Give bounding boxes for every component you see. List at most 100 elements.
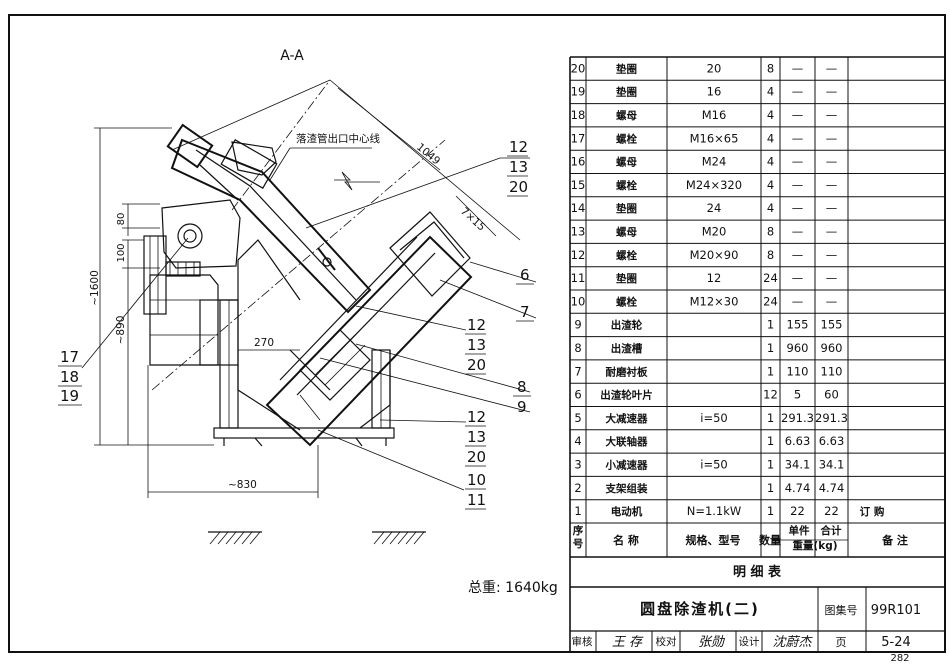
parts-cell-total: — <box>826 131 838 145</box>
header-no-b: 号 <box>573 538 584 550</box>
callout-13-c: 13 <box>467 428 486 446</box>
parts-cell-qty: 1 <box>767 457 774 471</box>
parts-cell-unit: — <box>792 201 804 215</box>
parts-cell-spec: N=1.1kW <box>687 504 742 518</box>
parts-cell-total: 110 <box>821 364 843 378</box>
header-qty: 数量 <box>759 533 781 547</box>
parts-cell-name: 螺栓 <box>616 249 637 262</box>
header-total: 合计 <box>820 524 842 537</box>
dim-830: ~830 <box>228 479 257 491</box>
drive-assembly <box>143 123 372 315</box>
parts-cell-qty: 24 <box>763 294 778 308</box>
parts-cell-name: 螺栓 <box>616 132 637 145</box>
parts-cell-name: 螺栓 <box>616 295 637 308</box>
parts-cell-total: — <box>826 178 838 192</box>
review-signature: 王 存 <box>612 635 644 650</box>
parts-cell-name: 电动机 <box>611 505 643 518</box>
parts-cell-no: 1 <box>574 504 581 518</box>
parts-cell-spec: M16 <box>702 108 727 122</box>
parts-cell-qty: 4 <box>767 178 774 192</box>
centerline-2 <box>231 79 331 211</box>
parts-cell-spec: M12×30 <box>690 294 739 308</box>
parts-cell-unit: — <box>792 85 804 99</box>
parts-cell-qty: 8 <box>767 224 774 238</box>
callout-20-c: 20 <box>467 448 486 466</box>
parts-cell-name: 支架组装 <box>605 482 648 495</box>
callout-12-a: 12 <box>509 138 528 156</box>
parts-cell-qty: 12 <box>763 388 778 402</box>
parts-cell-unit: — <box>792 155 804 169</box>
page-label: 页 <box>836 636 847 649</box>
callout-20-b: 20 <box>467 356 486 374</box>
callout-17: 17 <box>60 348 79 366</box>
parts-cell-qty: 8 <box>767 61 774 75</box>
parts-cell-name: 垫圈 <box>616 202 637 215</box>
callout-10: 10 <box>467 471 486 489</box>
parts-cell-name: 耐磨衬板 <box>606 365 648 378</box>
parts-cell-no: 11 <box>571 271 586 285</box>
callout-20-a: 20 <box>509 178 528 196</box>
parts-cell-no: 16 <box>571 155 586 169</box>
parts-cell-note: 订 购 <box>860 505 885 518</box>
design-label: 设计 <box>739 635 760 648</box>
parts-cell-spec: i=50 <box>700 411 727 425</box>
header-note: 备 注 <box>881 533 908 547</box>
chute-body <box>265 211 473 447</box>
parts-cell-spec: 12 <box>707 271 722 285</box>
parts-cell-spec: M24 <box>702 155 727 169</box>
section-view: A-A <box>58 48 558 596</box>
parts-cell-qty: 4 <box>767 131 774 145</box>
parts-cell-no: 9 <box>574 318 581 332</box>
header-name: 名 称 <box>613 533 639 547</box>
parts-cell-qty: 1 <box>767 318 774 332</box>
parts-cell-no: 5 <box>574 411 581 425</box>
callout-19: 19 <box>60 387 79 405</box>
parts-cell-qty: 4 <box>767 85 774 99</box>
callout-13-b: 13 <box>467 336 486 354</box>
parts-cell-total: 34.1 <box>819 457 845 471</box>
parts-cell-spec: M20 <box>702 224 727 238</box>
parts-cell-no: 8 <box>574 341 581 355</box>
parts-cell-qty: 24 <box>763 271 778 285</box>
parts-cell-qty: 4 <box>767 155 774 169</box>
parts-cell-total: 6.63 <box>819 434 845 448</box>
parts-cell-no: 7 <box>574 364 581 378</box>
parts-cell-total: — <box>826 61 838 75</box>
sheet-no: 282 <box>890 653 909 664</box>
header-weight: 重量(kg) <box>792 539 837 552</box>
parts-table-header: 序 号 名 称 规格、型号 数量 单件 合计 重量(kg) 备 注 <box>573 524 908 552</box>
parts-cell-unit: 4.74 <box>785 481 811 495</box>
parts-cell-name: 小减速器 <box>605 458 648 471</box>
check-signature: 张勋 <box>698 635 726 650</box>
parts-cell-total: 960 <box>821 341 843 355</box>
parts-cell-unit: — <box>792 61 804 75</box>
header-unit: 单件 <box>789 524 810 537</box>
parts-cell-total: — <box>826 294 838 308</box>
parts-cell-name: 出渣轮 <box>611 319 643 332</box>
parts-cell-unit: 6.63 <box>785 434 811 448</box>
parts-cell-unit: — <box>792 224 804 238</box>
header-spec: 规格、型号 <box>686 533 741 547</box>
parts-cell-total: 60 <box>824 388 839 402</box>
table-title: 明 细 表 <box>733 564 782 580</box>
atlas-no: 99R101 <box>871 603 921 618</box>
parts-cell-total: 4.74 <box>819 481 845 495</box>
parts-cell-spec: M20×90 <box>690 248 739 262</box>
parts-cell-spec: i=50 <box>700 457 727 471</box>
parts-cell-no: 3 <box>574 457 581 471</box>
dim-270: 270 <box>254 337 274 349</box>
callout-6: 6 <box>520 266 530 284</box>
parts-cell-no: 4 <box>574 434 581 448</box>
parts-cell-no: 20 <box>571 61 586 75</box>
sheet-border <box>8 14 946 653</box>
design-signature: 沈蔚杰 <box>772 635 813 650</box>
callout-13-a: 13 <box>509 158 528 176</box>
parts-cell-qty: 8 <box>767 248 774 262</box>
parts-cell-name: 出渣轮叶片 <box>600 389 653 402</box>
parts-cell-qty: 1 <box>767 411 774 425</box>
parts-cell-name: 螺栓 <box>616 179 637 192</box>
parts-cell-qty: 1 <box>767 434 774 448</box>
parts-cell-unit: 155 <box>787 318 809 332</box>
parts-cell-name: 大联轴器 <box>606 435 648 448</box>
